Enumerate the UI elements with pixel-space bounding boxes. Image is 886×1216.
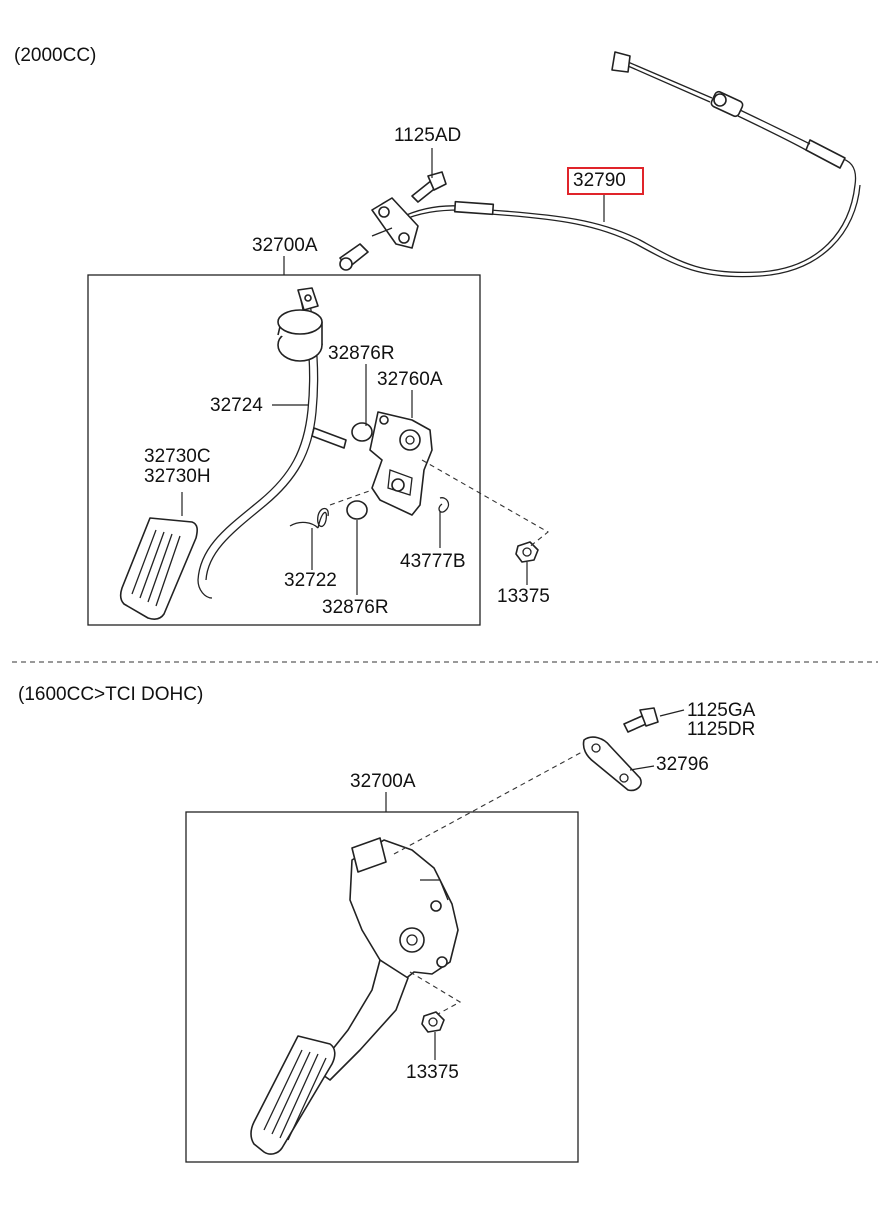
part-label-32760A[interactable]: 32760A <box>377 369 443 390</box>
part-label-13375-top[interactable]: 13375 <box>497 586 550 607</box>
pedal-pad-top[interactable] <box>119 517 198 620</box>
pedal-pad-bottom[interactable] <box>250 1035 336 1155</box>
part-label-32700A-top[interactable]: 32700A <box>252 235 318 256</box>
part-label-32730C[interactable]: 32730C <box>144 446 211 467</box>
nut-top[interactable] <box>515 541 539 563</box>
section-title-2000cc: (2000CC) <box>14 45 97 66</box>
part-label-43777B[interactable]: 43777B <box>400 551 466 572</box>
part-label-1125DR[interactable]: 1125DR <box>687 719 756 740</box>
mounting-bracket[interactable] <box>582 736 642 792</box>
part-label-32722[interactable]: 32722 <box>284 570 337 591</box>
bushing[interactable] <box>277 309 323 362</box>
accelerator-cable[interactable] <box>397 51 861 278</box>
assembly-box-bottom <box>185 811 579 1163</box>
part-label-32876R-upper[interactable]: 32876R <box>328 343 395 364</box>
section-title-1600cc: (1600CC>TCI DOHC) <box>18 684 204 705</box>
return-spring[interactable] <box>289 507 329 529</box>
nut-bottom[interactable] <box>421 1011 445 1033</box>
part-label-32724[interactable]: 32724 <box>210 395 263 416</box>
pedal-arm-bottom[interactable] <box>315 959 409 1081</box>
part-label-32796[interactable]: 32796 <box>656 754 709 775</box>
part-label-13375-bottom[interactable]: 13375 <box>406 1062 459 1083</box>
part-label-32876R-lower[interactable]: 32876R <box>322 597 389 618</box>
part-label-32700A-bottom[interactable]: 32700A <box>350 771 416 792</box>
highlight-box <box>567 167 644 195</box>
bolt-1125GA[interactable] <box>623 707 659 733</box>
part-label-1125AD[interactable]: 1125AD <box>394 125 462 146</box>
pivot-pin[interactable] <box>311 427 347 449</box>
part-label-32790[interactable]: 32790 <box>573 170 626 191</box>
stopper-cap-lower[interactable] <box>346 500 368 520</box>
part-label-32730H[interactable]: 32730H <box>144 466 211 487</box>
stopper-cap-upper[interactable] <box>351 422 373 442</box>
cable-bracket[interactable] <box>339 197 419 271</box>
part-label-1125GA[interactable]: 1125GA <box>687 700 756 721</box>
electronic-pedal-module[interactable] <box>349 837 459 981</box>
pedal-housing[interactable] <box>369 411 433 516</box>
clip[interactable] <box>438 497 450 513</box>
bolt-1125AD[interactable] <box>411 171 447 203</box>
